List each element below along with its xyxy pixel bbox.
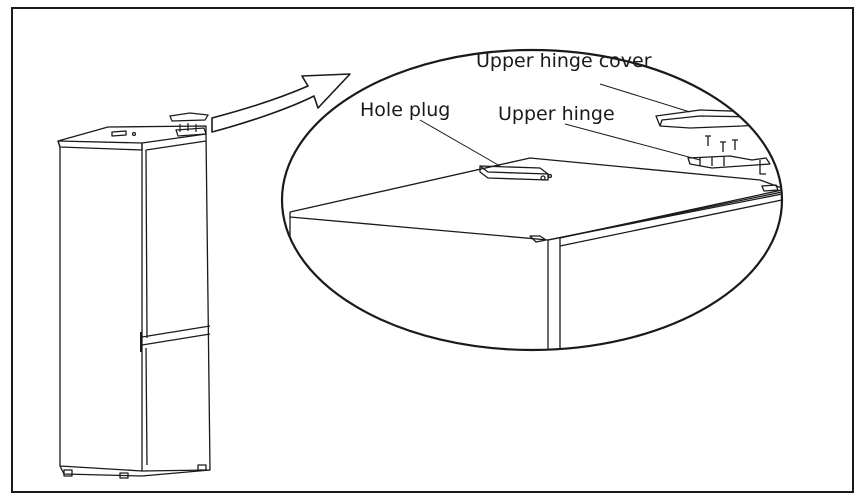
diagram-frame [11,7,854,493]
detail-drawing [289,83,781,349]
label-hole-plug: Hole plug [360,99,450,121]
exploded-parts-small [169,112,209,137]
detail-ellipse [280,48,784,352]
refrigerator [57,125,211,479]
zoom-arrow [211,73,351,133]
label-upper-hinge: Upper hinge [498,103,615,125]
label-upper-hinge-cover: Upper hinge cover [476,50,652,72]
